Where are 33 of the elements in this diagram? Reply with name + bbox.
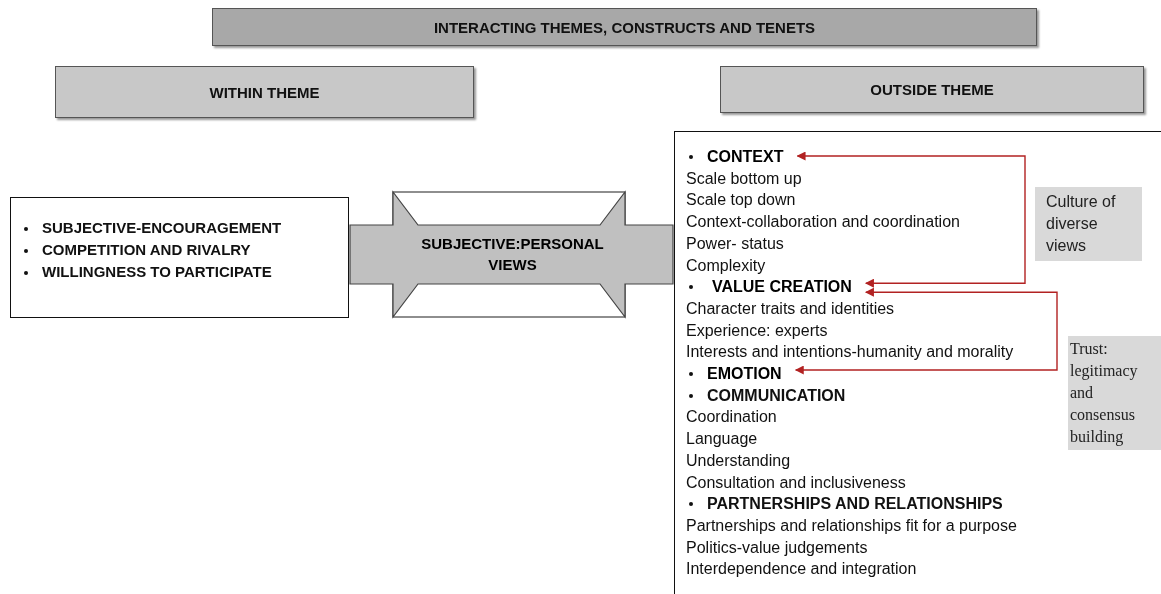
- list-item: Scale top down: [686, 190, 796, 211]
- theme-header: WITHIN THEME: [55, 66, 474, 118]
- list-item: Understanding: [686, 450, 791, 471]
- bracket-arrow: [794, 287, 1058, 375]
- list-item: WILLINGNESS TO PARTICIPATE: [42, 262, 272, 282]
- note-box: Trust: legitimacy and consensus building: [1068, 336, 1161, 450]
- list-item: Experience: experts: [686, 320, 828, 341]
- theme-header: OUTSIDE THEME: [720, 66, 1144, 113]
- list-item: Complexity: [686, 255, 766, 276]
- section-heading: COMMUNICATION: [707, 385, 846, 406]
- list-item: SUBJECTIVE-ENCOURAGEMENT: [42, 218, 282, 238]
- list-item: Context-collaboration and coordination: [686, 212, 960, 233]
- list-item: Character traits and identities: [686, 298, 895, 319]
- section-heading: PARTNERSHIPS AND RELATIONSHIPS: [707, 494, 1003, 515]
- section-heading: CONTEXT: [707, 147, 798, 167]
- list-panel: [674, 131, 1161, 594]
- list-item: Partnerships and relationships fit for a purpose: [686, 515, 1017, 536]
- list-item: Language: [686, 429, 758, 450]
- arrow-label: SUBJECTIVE:PERSONAL VIEWS: [420, 234, 605, 275]
- list-item: Scale bottom up: [686, 168, 802, 189]
- list-item: Power- status: [686, 233, 784, 254]
- list-item: Interests and intentions-humanity and morality: [686, 342, 1014, 363]
- list-box: [10, 197, 349, 318]
- list-item: Coordination: [686, 407, 777, 428]
- section-heading: EMOTION: [707, 364, 796, 384]
- list-item: COMPETITION AND RIVALRY: [42, 240, 251, 260]
- section-heading: VALUE CREATION: [712, 277, 866, 298]
- title-banner: INTERACTING THEMES, CONSTRUCTS AND TENETS: [212, 8, 1037, 46]
- list-item: Interdependence and integration: [686, 559, 917, 580]
- list-item: Politics-value judgements: [686, 537, 868, 558]
- bracket-arrow: [796, 151, 1026, 288]
- list-item: Consultation and inclusiveness: [686, 472, 906, 493]
- note-box: Culture of diverse views: [1035, 187, 1142, 261]
